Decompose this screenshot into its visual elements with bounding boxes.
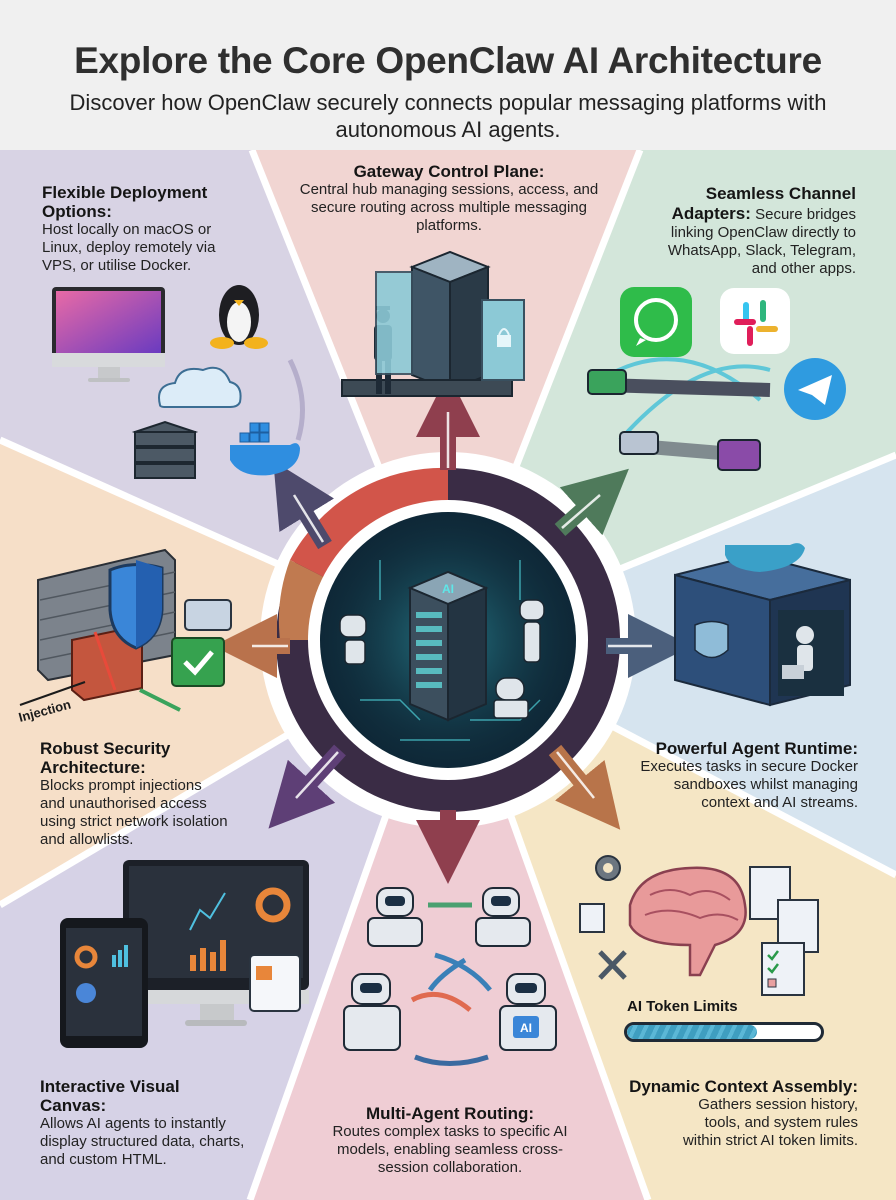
runtime-title: Powerful Agent Runtime: — [655, 739, 858, 758]
folder-check-icon — [171, 637, 225, 687]
telegram-icon — [784, 358, 846, 420]
server-stack-icon — [131, 420, 199, 479]
bridge-adapter-icon — [587, 357, 771, 471]
routing-arrows-icon — [410, 902, 492, 1066]
channels-body: Secure bridges linking OpenClaw directly… — [667, 206, 856, 277]
context-title: Dynamic Context Assembly: — [629, 1077, 858, 1096]
tools-icon — [598, 950, 627, 980]
deployment-title: Flexible Deployment Options: — [42, 183, 208, 221]
lock-panel-icon — [481, 299, 525, 381]
panel-gateway: Gateway Control Plane: Central hub manag… — [296, 162, 602, 235]
canvas-title: Interactive Visual Canvas: — [40, 1077, 180, 1115]
linux-penguin-icon — [210, 285, 268, 349]
panel-channels: Seamless Channel Adapters: Secure bridge… — [646, 184, 856, 278]
checklist-icon — [761, 942, 805, 996]
panel-context: Dynamic Context Assembly: Gathers sessio… — [628, 1077, 858, 1150]
panel-security: Robust Security Architecture: Blocks pro… — [40, 739, 280, 849]
security-body: Blocks prompt injections and unauthorise… — [40, 777, 228, 848]
tablet-dashboard-icon — [60, 918, 148, 1048]
context-body: Gathers session history, tools, and syst… — [682, 1096, 858, 1149]
slack-icon — [720, 288, 790, 354]
gateway-title: Gateway Control Plane: — [353, 162, 545, 181]
html-window-icon — [249, 954, 301, 1012]
ai-server-hub-icon: AI — [407, 570, 489, 722]
brain-icon — [628, 866, 747, 977]
ai-badge: AI — [520, 1021, 532, 1035]
panel-deployment: Flexible Deployment Options: Host locall… — [42, 183, 242, 275]
channels-title: Seamless Channel Adapters: — [671, 184, 856, 223]
routing-body: Routes complex tasks to specific AI mode… — [332, 1123, 568, 1176]
token-limits-bar — [624, 1022, 824, 1042]
header: Explore the Core OpenClaw AI Architectur… — [0, 0, 896, 150]
svg-text:AI: AI — [442, 582, 454, 596]
channels-text: Seamless Channel Adapters: Secure bridge… — [646, 184, 856, 278]
robot-coder-icon — [778, 610, 844, 696]
gateway-body: Central hub managing sessions, access, a… — [299, 181, 599, 234]
robot-icon — [339, 599, 545, 719]
cloud-icon — [158, 366, 242, 408]
gear-icon — [595, 855, 621, 881]
server-tower-icon — [341, 250, 513, 397]
panel-runtime: Powerful Agent Runtime: Executes tasks i… — [640, 739, 858, 812]
canvas-body: Allows AI agents to instantly display st… — [40, 1115, 245, 1168]
security-title: Robust Security Architecture: — [40, 739, 171, 777]
docker-whale-icon — [230, 422, 300, 476]
shield-icon — [108, 560, 164, 650]
runtime-body: Executes tasks in secure Docker sandboxe… — [640, 758, 858, 811]
token-limits-fill — [627, 1025, 757, 1039]
server-icon — [184, 599, 232, 631]
token-limits-label: AI Token Limits — [627, 998, 738, 1015]
deployment-body: Host locally on macOS or Linux, deploy r… — [42, 221, 216, 274]
panel-canvas: Interactive Visual Canvas: Allows AI age… — [40, 1077, 250, 1169]
whatsapp-icon — [620, 287, 692, 357]
imac-icon — [52, 287, 165, 382]
sector-routing — [250, 640, 648, 1200]
routing-title: Multi-Agent Routing: — [365, 1104, 535, 1123]
panel-routing: Multi-Agent Routing: Routes complex task… — [320, 1104, 580, 1177]
page-title: Explore the Core OpenClaw AI Architectur… — [74, 40, 822, 81]
page-subtitle: Discover how OpenClaw securely connects … — [69, 90, 827, 142]
